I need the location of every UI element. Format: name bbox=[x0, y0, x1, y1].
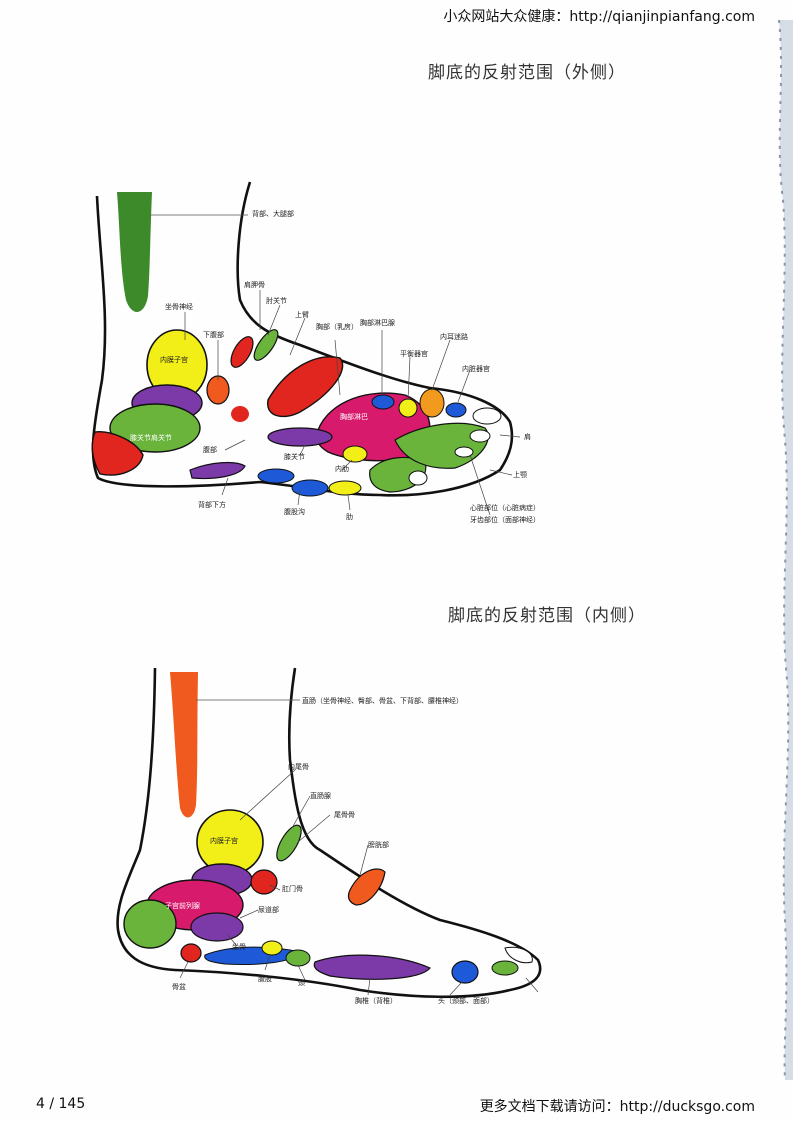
outer-toe-white-1 bbox=[472, 407, 502, 425]
label: 胸部淋巴腺 bbox=[360, 319, 395, 327]
label: 子宫前列腺 bbox=[165, 902, 200, 910]
inner-heel-purple-2 bbox=[190, 912, 244, 942]
label: 尾骨骨 bbox=[334, 811, 355, 819]
label: 背部、大腿部 bbox=[252, 210, 294, 218]
label: 尿道部 bbox=[258, 906, 279, 914]
label: 上颚 bbox=[513, 471, 527, 479]
inner-heel-red-1 bbox=[250, 869, 278, 895]
outer-small-orange bbox=[206, 375, 230, 405]
label: 肋 bbox=[346, 513, 353, 521]
inner-figure-title: 脚底的反射范围（内侧） bbox=[448, 606, 646, 626]
label: 头（颈部、面部） bbox=[438, 997, 494, 1005]
inner-toe-white bbox=[504, 946, 533, 964]
outer-sole-blue-1 bbox=[257, 468, 295, 484]
label: 膝关节 bbox=[284, 453, 305, 461]
outer-foot-figure bbox=[91, 181, 521, 516]
label: 肩 bbox=[524, 433, 531, 441]
label: 内耳迷路 bbox=[440, 333, 468, 341]
inner-leg-zone bbox=[170, 672, 198, 818]
outer-leader-lines bbox=[184, 290, 521, 516]
label: 直肠腺 bbox=[310, 792, 331, 800]
label: 内尾骨 bbox=[288, 763, 309, 771]
label: 腹部 bbox=[203, 446, 217, 454]
outer-sole-purple bbox=[189, 461, 246, 480]
inner-toe-green bbox=[491, 960, 519, 976]
inner-arch-red bbox=[347, 868, 386, 906]
label: 内膜子宫 bbox=[210, 837, 238, 845]
label: 坐骨神经 bbox=[165, 303, 193, 311]
page-counter: 4 / 145 bbox=[36, 1096, 86, 1112]
label: 膝关节肩关节 bbox=[130, 434, 172, 442]
outer-foot-outline bbox=[91, 181, 514, 497]
label: 肘关节 bbox=[266, 297, 287, 305]
inner-heel-green bbox=[123, 899, 177, 949]
inner-sole-green bbox=[285, 949, 311, 967]
label: 背部下方 bbox=[198, 501, 226, 509]
label: 肛门骨 bbox=[282, 885, 303, 893]
inner-heel-red-2 bbox=[180, 943, 202, 963]
label: 内膜子宫 bbox=[160, 356, 188, 364]
label: 腹股沟 bbox=[284, 508, 305, 516]
label: 肩胛骨 bbox=[244, 281, 265, 289]
label: 骨盆 bbox=[172, 983, 186, 991]
header-site-text: 小众网站大众健康：http://qianjinpianfang.com bbox=[443, 9, 755, 25]
inner-sole-yellow bbox=[261, 940, 283, 956]
outer-sole-blue-2 bbox=[291, 479, 329, 497]
outer-lateral-purple bbox=[267, 427, 333, 447]
outer-heel-green bbox=[109, 403, 201, 453]
outer-leg-zone bbox=[117, 192, 152, 312]
label: 胸部（乳房） bbox=[316, 323, 358, 331]
inner-foot-outline bbox=[116, 667, 542, 999]
outer-mid-yellow bbox=[342, 445, 368, 463]
inner-leader-lines bbox=[179, 769, 539, 996]
inner-spine-purple bbox=[313, 954, 431, 980]
inner-toe-blue bbox=[451, 960, 479, 984]
outer-ankle-green bbox=[253, 329, 279, 361]
inner-foot-figure bbox=[116, 667, 542, 999]
label: 直肠（坐骨神经、臀部、骨盆、下背部、腰椎神经） bbox=[302, 697, 463, 705]
label: 胸部淋巴 bbox=[340, 413, 368, 421]
inner-sole-blue bbox=[204, 946, 301, 965]
label: 下腹部 bbox=[203, 331, 224, 339]
label: 牙齿部位（面部神经） bbox=[470, 516, 540, 524]
outer-small-red bbox=[231, 406, 249, 422]
label: 膀胱部 bbox=[368, 841, 389, 849]
outer-figure-title: 脚底的反射范围（外侧） bbox=[428, 63, 626, 83]
outer-sole-yellow bbox=[328, 480, 362, 496]
outer-toe-orange bbox=[419, 388, 445, 418]
label: 腹股 bbox=[258, 975, 272, 983]
label: 内肋 bbox=[335, 465, 349, 473]
outer-toe-yellow bbox=[398, 398, 418, 418]
label: 坐骨 bbox=[232, 943, 246, 951]
outer-white-toe-gap bbox=[408, 470, 428, 486]
label: 颈 bbox=[298, 979, 305, 987]
label: 内脏器官 bbox=[462, 365, 490, 373]
label: 上臂 bbox=[295, 311, 309, 319]
label: 心脏部位（心脏病症） bbox=[470, 504, 540, 512]
page-edge-scan-artifact bbox=[778, 20, 793, 1080]
outer-toe-blue-2 bbox=[445, 402, 467, 418]
outer-toe-white-3 bbox=[454, 446, 474, 458]
label: 胸椎（背椎） bbox=[355, 997, 397, 1005]
outer-side-red bbox=[267, 356, 344, 418]
outer-heel-red bbox=[91, 431, 144, 476]
outer-ankle-red bbox=[230, 336, 254, 368]
label: 平衡器官 bbox=[400, 350, 428, 358]
footer-download-link[interactable]: 更多文档下载请访问：http://ducksgo.com bbox=[479, 1099, 755, 1115]
outer-toe-blue-1 bbox=[371, 394, 395, 410]
outer-toe-white-2 bbox=[469, 429, 491, 443]
inner-ankle-green bbox=[276, 824, 302, 862]
